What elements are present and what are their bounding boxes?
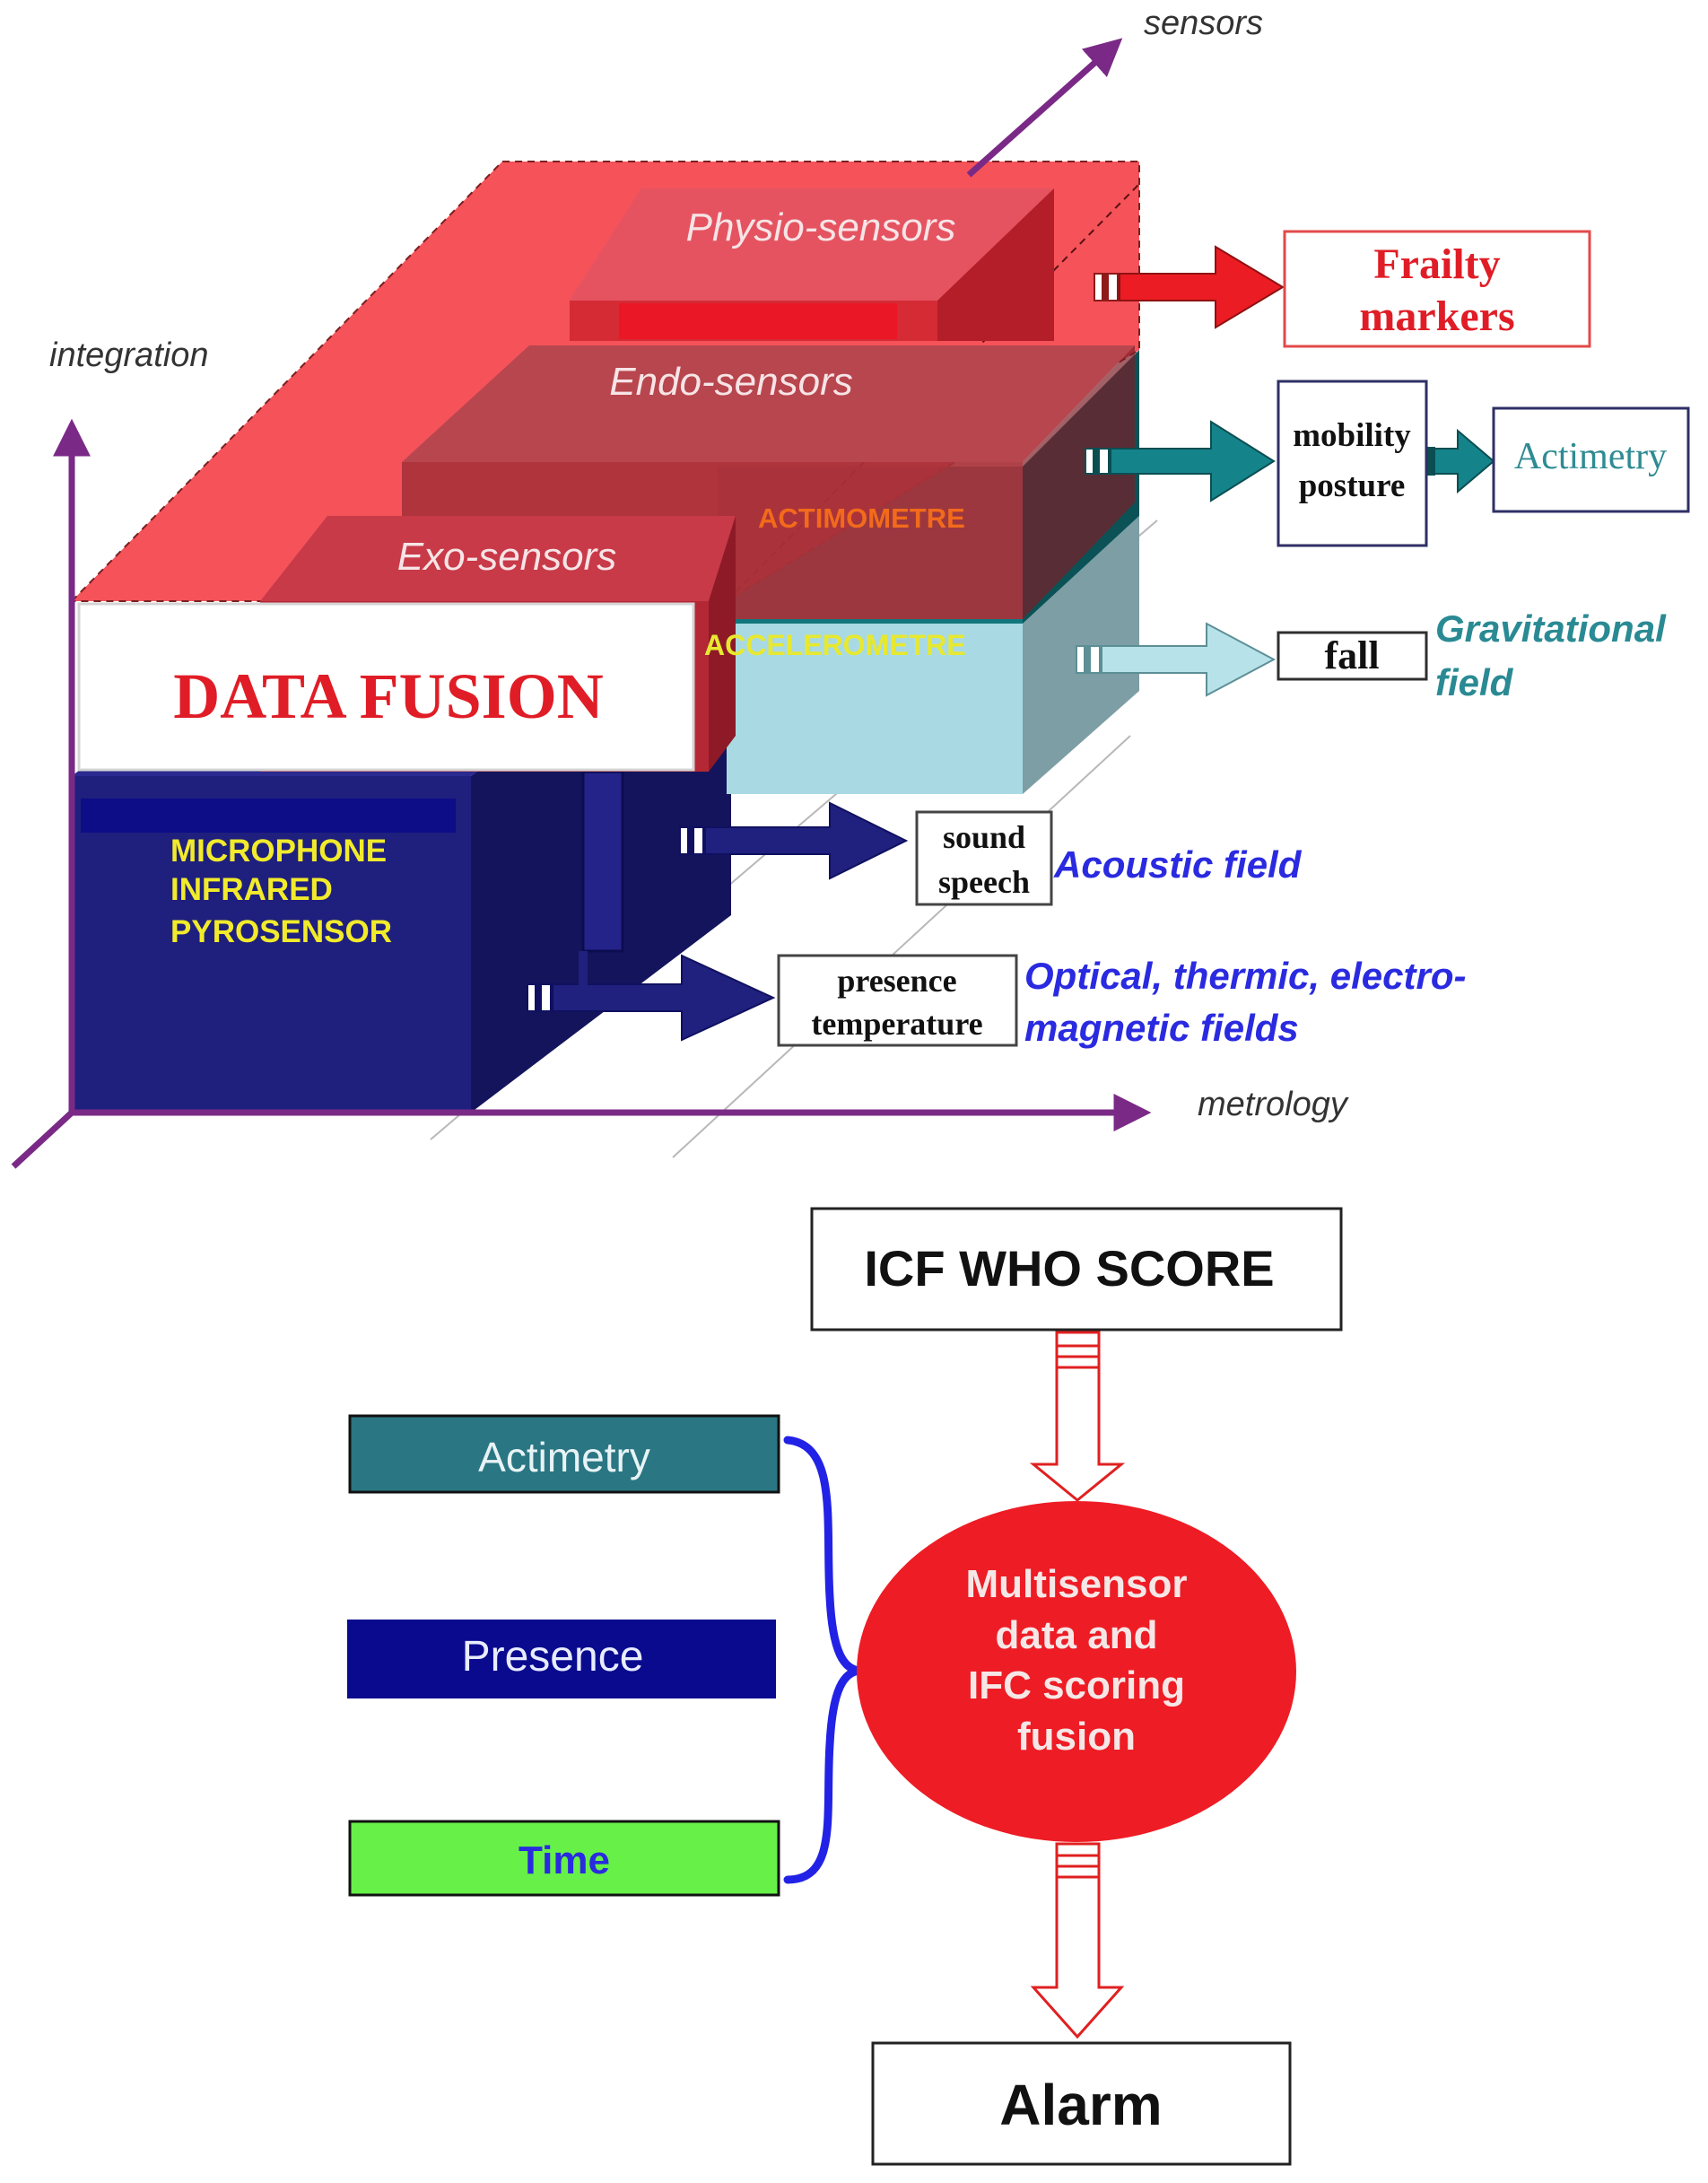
input-brace bbox=[783, 1436, 862, 1884]
input-presence-label: Presence bbox=[462, 1633, 644, 1681]
input-time-label: Time bbox=[518, 1838, 610, 1882]
gravitational-label-line1: Gravitational bbox=[1435, 607, 1667, 650]
depth-axis bbox=[11, 1110, 74, 1169]
frailty-label-line1: Frailty bbox=[1373, 240, 1500, 288]
fall-label: fall bbox=[1324, 633, 1379, 677]
mobility-arrow bbox=[1085, 420, 1276, 502]
axis-label-metrology: metrology bbox=[1198, 1086, 1349, 1123]
icf-label: ICF WHO SCORE bbox=[864, 1240, 1274, 1297]
mobility-label: mobility bbox=[1293, 417, 1411, 454]
axis-label-integration: integration bbox=[49, 336, 208, 374]
mobility-posture-box: mobility posture bbox=[1277, 380, 1428, 547]
icf-box: ICF WHO SCORE bbox=[810, 1207, 1343, 1332]
actimetry-arrow bbox=[1426, 428, 1495, 494]
optical-label-line2: magnetic fields bbox=[1024, 1007, 1299, 1049]
presence-temperature-box: presence temperature bbox=[777, 954, 1018, 1047]
icf-to-fusion-arrow bbox=[1029, 1331, 1126, 1502]
data-fusion-label: DATA FUSION bbox=[173, 660, 603, 732]
fusion-label-line1: Multisensor bbox=[966, 1562, 1188, 1606]
axes bbox=[11, 38, 1152, 1169]
actimetry-output-box: Actimetry bbox=[1492, 406, 1690, 513]
fusion-label-line2: data and bbox=[996, 1613, 1158, 1657]
frailty-arrow bbox=[1094, 245, 1285, 329]
gravitational-label-line2: field bbox=[1435, 661, 1514, 703]
input-actimetry: Actimetry bbox=[348, 1414, 780, 1494]
presence-arrow bbox=[527, 954, 776, 1042]
fusion-to-alarm-arrow bbox=[1030, 1842, 1125, 2039]
fusion-label-line3: IFC scoring bbox=[968, 1663, 1185, 1707]
data-fusion-box: DATA FUSION bbox=[77, 602, 695, 772]
frailty-markers-box: Frailty markers bbox=[1283, 230, 1591, 348]
speech-label: speech bbox=[938, 864, 1030, 900]
sensors-axis bbox=[966, 38, 1123, 178]
input-presence: Presence bbox=[347, 1620, 776, 1698]
alarm-box: Alarm bbox=[871, 2041, 1292, 2166]
axis-label-sensors: sensors bbox=[1144, 4, 1263, 42]
alarm-label: Alarm bbox=[999, 2073, 1162, 2137]
fusion-label-line4: fusion bbox=[1017, 1715, 1136, 1759]
fall-arrow bbox=[1076, 622, 1277, 697]
presence-label: presence bbox=[837, 963, 956, 999]
sound-arrow bbox=[679, 801, 909, 880]
frailty-label-line2: markers bbox=[1359, 293, 1514, 340]
acoustic-field-label: Acoustic field bbox=[1053, 843, 1303, 886]
fall-box: fall bbox=[1277, 631, 1428, 681]
infrared-label: INFRARED bbox=[170, 872, 333, 907]
optical-label-line1: Optical, thermic, electro- bbox=[1024, 955, 1466, 997]
fusion-node: Multisensor data and IFC scoring fusion bbox=[857, 1501, 1296, 1842]
physio-sensors-label: Physio-sensors bbox=[686, 205, 956, 249]
accelerometre-label: ACCELEROMETRE bbox=[704, 629, 966, 661]
pyrosensor-label: PYROSENSOR bbox=[170, 914, 392, 949]
sound-label: sound bbox=[943, 819, 1025, 855]
endo-sensors-label: Endo-sensors bbox=[609, 360, 852, 404]
posture-label: posture bbox=[1299, 467, 1406, 504]
actimetry-output-label: Actimetry bbox=[1514, 436, 1667, 477]
physio-sensors-layer: Physio-sensors bbox=[570, 188, 1054, 341]
microphone-label: MICROPHONE bbox=[170, 834, 387, 869]
temperature-label: temperature bbox=[811, 1006, 982, 1042]
input-time: Time bbox=[348, 1820, 780, 1897]
actimometre-label: ACTIMOMETRE bbox=[758, 502, 965, 534]
input-actimetry-label: Actimetry bbox=[478, 1434, 650, 1480]
sound-speech-box: sound speech bbox=[915, 810, 1053, 906]
exo-sensors-label: Exo-sensors bbox=[397, 535, 617, 579]
